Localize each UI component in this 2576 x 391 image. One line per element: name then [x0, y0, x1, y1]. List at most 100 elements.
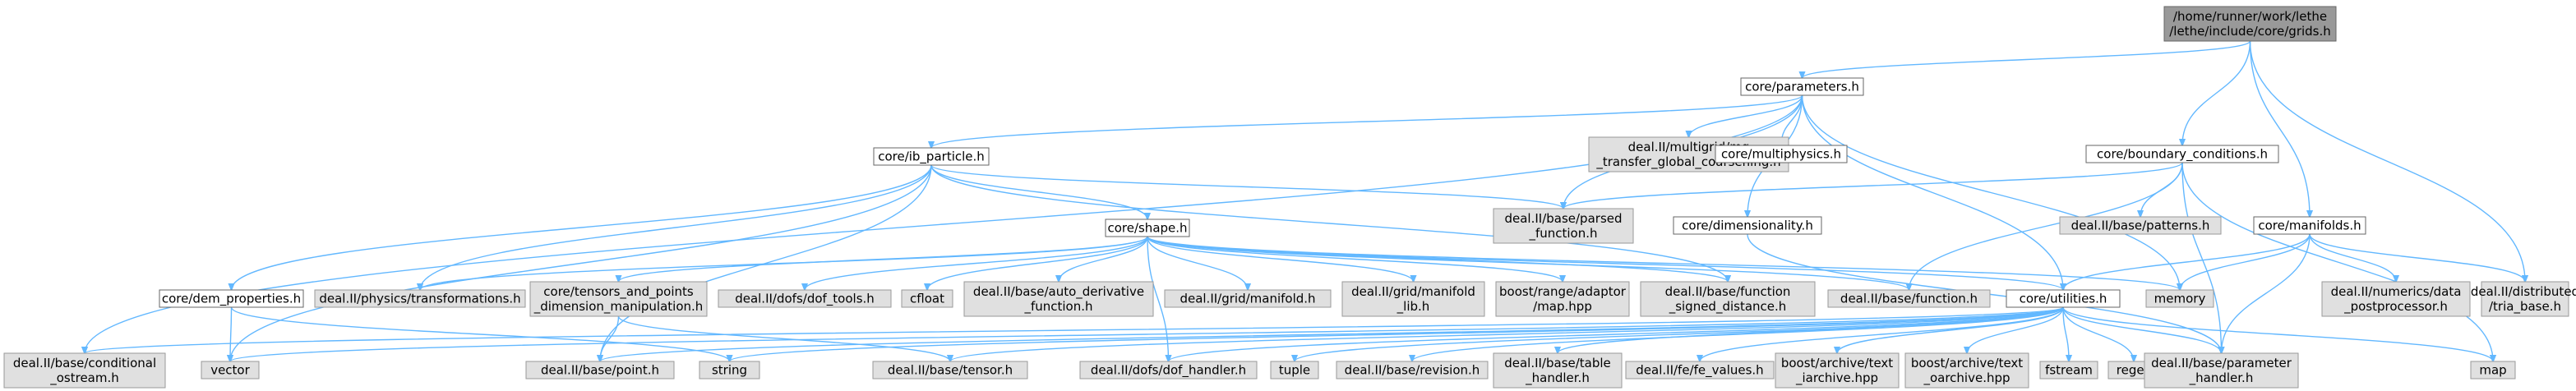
- node-function-signed: deal.II/base/function_signed_distance.h: [1640, 281, 1816, 317]
- edge-utilities-to-table_handler: [1558, 306, 2064, 353]
- node-label: deal.II/base/tensor.h: [888, 363, 1013, 378]
- edge-shape-to-memory: [1147, 236, 2180, 290]
- edge-shape-to-dof_handler: [1147, 236, 1169, 361]
- node-box: [872, 361, 1028, 380]
- node-boundary-conditions[interactable]: core/boundary_conditions.h: [2085, 145, 2279, 163]
- node-tensor: deal.II/base/tensor.h: [872, 361, 1028, 380]
- node-dof-tools: deal.II/dofs/dof_tools.h: [718, 289, 892, 308]
- node-grid-manifold-h: deal.II/grid/manifold.h: [1164, 289, 1332, 308]
- edge-ib_particle-to-point: [600, 164, 932, 361]
- edge-tensors_points-to-point: [600, 315, 620, 361]
- node-tuple: tuple: [1270, 361, 1319, 380]
- node-label: _signed_distance.h: [1669, 299, 1787, 315]
- node-box: [529, 281, 708, 317]
- edge-parameters-to-utilities: [1801, 94, 2064, 290]
- node-label: _oarchive.hpp: [1923, 370, 2010, 386]
- node-box: [873, 147, 990, 166]
- node-label: deal.II/grid/manifold: [1351, 284, 1475, 299]
- node-manifolds[interactable]: core/manifolds.h: [2253, 216, 2366, 235]
- file-nodes: /home/runner/work/lethe/lethe/include/co…: [3, 6, 2576, 389]
- node-label: deal.II/distributed: [2471, 284, 2576, 299]
- node-label: deal.II/base/parsed: [1504, 211, 1622, 226]
- edge-ib_particle-to-parsed_function: [930, 164, 1563, 209]
- node-label: core/multiphysics.h: [1721, 147, 1841, 162]
- node-parameters[interactable]: core/parameters.h: [1740, 77, 1864, 96]
- node-label: deal.II/fe/fe_values.h: [1636, 363, 1763, 379]
- node-conditional-ostream: deal.II/base/conditional_ostream.h: [3, 352, 166, 389]
- node-box: [2059, 216, 2222, 235]
- node-box: [699, 361, 760, 380]
- edge-grids-to-tria_base: [2249, 40, 2526, 282]
- node-box: [2006, 289, 2121, 308]
- edge-parameters-to-multigrid: [1689, 94, 1803, 137]
- node-label: deal.II/numerics/data: [2331, 284, 2462, 299]
- node-utilities[interactable]: core/utilities.h: [2006, 289, 2121, 308]
- node-label: fstream: [2045, 363, 2093, 378]
- node-box: [1105, 218, 1190, 237]
- edge-shape-to-base_function: [1147, 236, 1909, 290]
- edge-utilities-to-vector: [230, 306, 2064, 361]
- node-box: [1336, 361, 1489, 380]
- node-string: string: [699, 361, 760, 380]
- edge-shape-to-grid_manifold_h: [1147, 236, 1248, 290]
- node-revision: deal.II/base/revision.h: [1336, 361, 1489, 380]
- edge-dem_properties-to-vector: [230, 306, 232, 361]
- node-box: [2321, 281, 2471, 317]
- node-text-oarchive: boost/archive/text_oarchive.hpp: [1904, 352, 2029, 389]
- node-box: [1640, 281, 1816, 317]
- node-label: deal.II/base/revision.h: [1345, 363, 1480, 378]
- node-dimensionality[interactable]: core/dimensionality.h: [1673, 216, 1822, 235]
- edge-utilities-to-fstream: [2062, 306, 2069, 361]
- node-box: [2145, 289, 2214, 308]
- node-label: _lib.h: [1396, 299, 1430, 315]
- edge-utilities-to-parameter_handler: [2062, 306, 2222, 353]
- node-ib-particle[interactable]: core/ib_particle.h: [873, 147, 990, 166]
- node-grids[interactable]: /home/runner/work/lethe/lethe/include/co…: [2163, 6, 2337, 42]
- node-table-handler: deal.II/base/table_handler.h: [1493, 352, 1623, 389]
- node-box: [314, 289, 526, 308]
- node-box: [1827, 289, 1991, 308]
- node-label: core/parameters.h: [1745, 80, 1859, 94]
- node-label: memory: [2154, 292, 2206, 306]
- edge-parameters-to-ib_particle: [931, 94, 1803, 148]
- edge-utilities-to-text_iarchive: [1837, 306, 2064, 353]
- node-multiphysics[interactable]: core/multiphysics.h: [1715, 145, 1848, 163]
- node-tensors-points: core/tensors_and_points_dimension_manipu…: [529, 281, 708, 317]
- edge-shape-to-dof_tools: [805, 236, 1148, 290]
- edge-dem_properties-to-string: [230, 306, 730, 361]
- node-dem-properties[interactable]: core/dem_properties.h: [159, 289, 304, 308]
- node-data-postprocessor: deal.II/numerics/data_postprocessor.h: [2321, 281, 2471, 317]
- node-box: [901, 289, 953, 308]
- edge-grids-to-parameters: [1803, 40, 2251, 78]
- edge-ib_particle-to-transformations: [420, 164, 932, 290]
- node-label: deal.II/base/function.h: [1840, 292, 1978, 306]
- node-label: deal.II/dofs/dof_tools.h: [735, 292, 875, 307]
- edge-boundary_conditions-to-map: [2181, 162, 2493, 361]
- node-label: tuple: [1279, 363, 1310, 378]
- node-transformations: deal.II/physics/transformations.h: [314, 289, 526, 308]
- node-shape[interactable]: core/shape.h: [1105, 218, 1190, 237]
- node-label: core/utilities.h: [2020, 292, 2107, 306]
- node-memory: memory: [2145, 289, 2214, 308]
- node-label: deal.II/base/function: [1665, 284, 1791, 299]
- node-label: string: [712, 363, 747, 378]
- node-parameter-handler: deal.II/base/parameter_handler.h: [2144, 352, 2299, 389]
- edge-boundary_conditions-to-base_function: [1909, 162, 2183, 290]
- edge-shape-to-range_adaptor: [1147, 236, 1563, 282]
- edge-grids-to-manifolds: [2249, 40, 2311, 217]
- node-label: _handler.h: [1525, 370, 1590, 386]
- node-box: [1341, 281, 1485, 317]
- edge-parameters-to-memory: [1801, 94, 2181, 290]
- node-dof-handler: deal.II/dofs/dof_handler.h: [1079, 361, 1258, 380]
- node-label: /tria_base.h: [2489, 299, 2561, 315]
- node-box: [201, 361, 260, 380]
- node-label: /lethe/include/core/grids.h: [2169, 24, 2331, 39]
- node-label: _function.h: [1023, 299, 1092, 315]
- node-fe-values: deal.II/fe/fe_values.h: [1625, 361, 1775, 380]
- node-box: [1625, 361, 1775, 380]
- edge-ib_particle-to-shape: [930, 164, 1147, 219]
- node-vector: vector: [201, 361, 260, 380]
- node-label: _iarchive.hpp: [1795, 370, 1878, 386]
- node-label: core/tensors_and_points: [543, 284, 694, 300]
- node-box: [1673, 216, 1822, 235]
